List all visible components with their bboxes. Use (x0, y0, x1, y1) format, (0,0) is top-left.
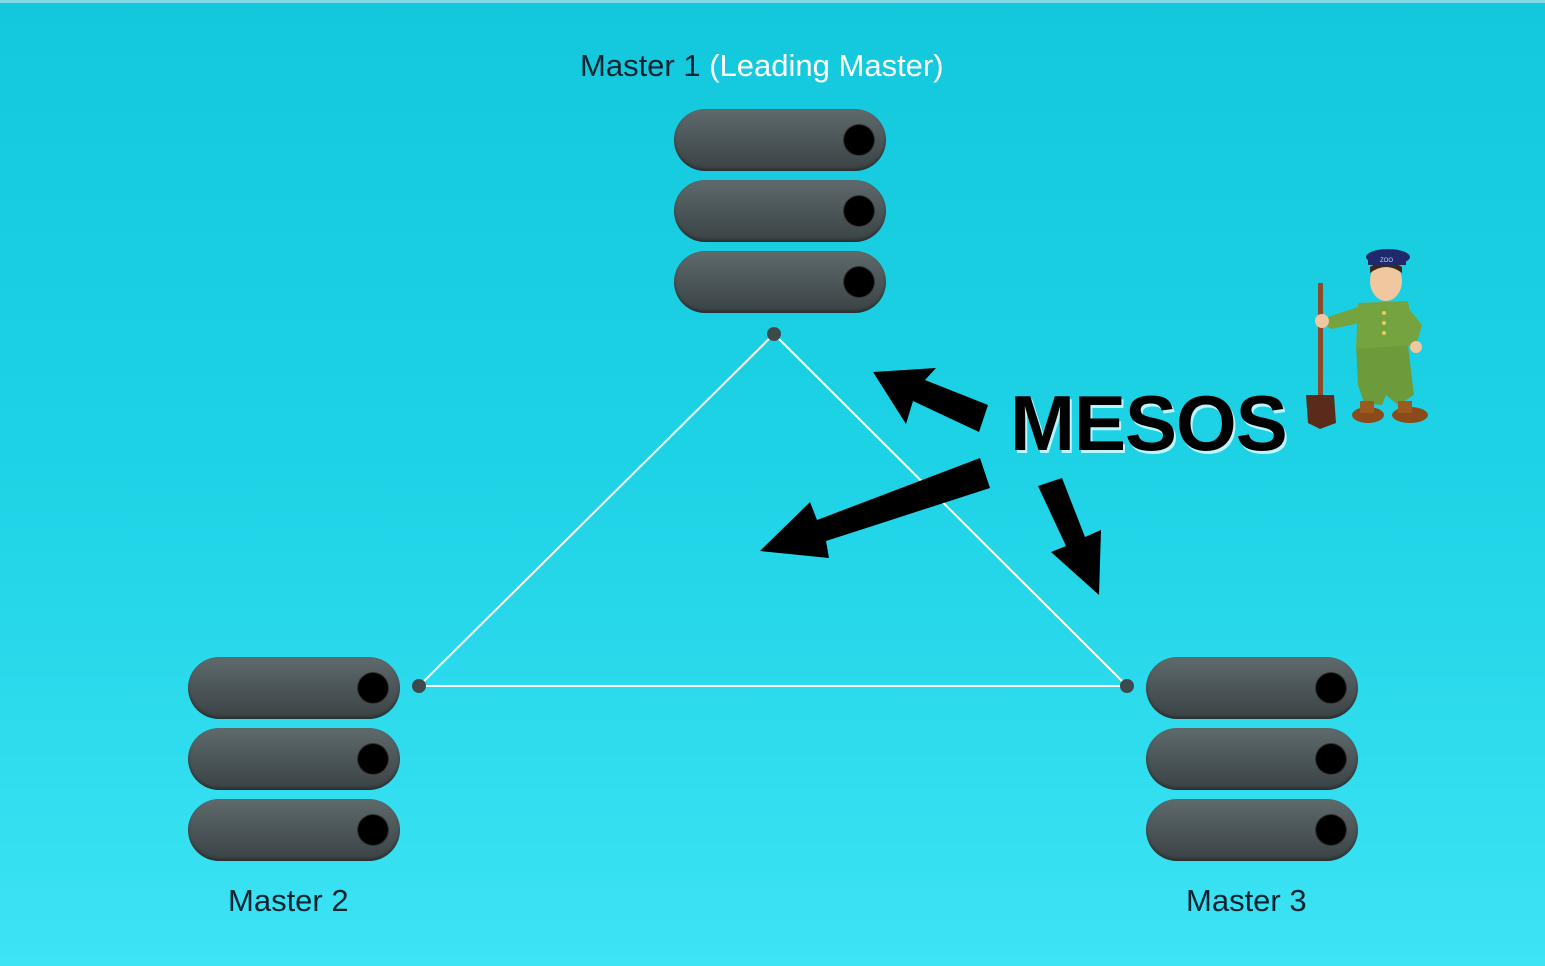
zookeeper-mascot-icon: ZOO (1306, 249, 1428, 429)
master-3-name: Master 3 (1186, 883, 1307, 918)
master-1-name: Master 1 (580, 48, 701, 83)
disk-led-icon (1316, 815, 1346, 845)
disk-led-icon (1316, 744, 1346, 774)
master-1-label: Master 1 (Leading Master) (580, 48, 944, 84)
mesos-title: MESOS (1010, 379, 1288, 467)
server-disk (188, 657, 400, 719)
master-3-server-icon (1146, 657, 1362, 870)
server-disk (188, 728, 400, 790)
master-2-label: Master 2 (228, 883, 349, 919)
server-disk (1146, 799, 1358, 861)
master-2-name: Master 2 (228, 883, 349, 918)
master-2-server-icon (188, 657, 404, 870)
arrow-to-center-icon (760, 458, 990, 558)
edge-master1-master2 (418, 333, 775, 687)
disk-led-icon (844, 267, 874, 297)
arrow-to-master1-icon (873, 368, 988, 432)
server-disk (674, 180, 886, 242)
master-1-server-icon (674, 109, 890, 322)
node-dot-master3 (1120, 679, 1134, 693)
master-3-label: Master 3 (1186, 883, 1307, 919)
node-dot-master2 (412, 679, 426, 693)
disk-led-icon (844, 196, 874, 226)
server-disk (188, 799, 400, 861)
disk-led-icon (1316, 673, 1346, 703)
disk-led-icon (844, 125, 874, 155)
master-1-role: (Leading Master) (709, 48, 944, 83)
arrow-to-master3-icon (1038, 478, 1101, 595)
disk-led-icon (358, 673, 388, 703)
server-disk (1146, 657, 1358, 719)
top-border (0, 0, 1545, 3)
edge-master1-master3 (773, 333, 1128, 687)
server-disk (674, 251, 886, 313)
disk-led-icon (358, 815, 388, 845)
server-disk (674, 109, 886, 171)
server-disk (1146, 728, 1358, 790)
disk-led-icon (358, 744, 388, 774)
svg-text:ZOO: ZOO (1380, 258, 1393, 264)
node-dot-master1 (767, 327, 781, 341)
